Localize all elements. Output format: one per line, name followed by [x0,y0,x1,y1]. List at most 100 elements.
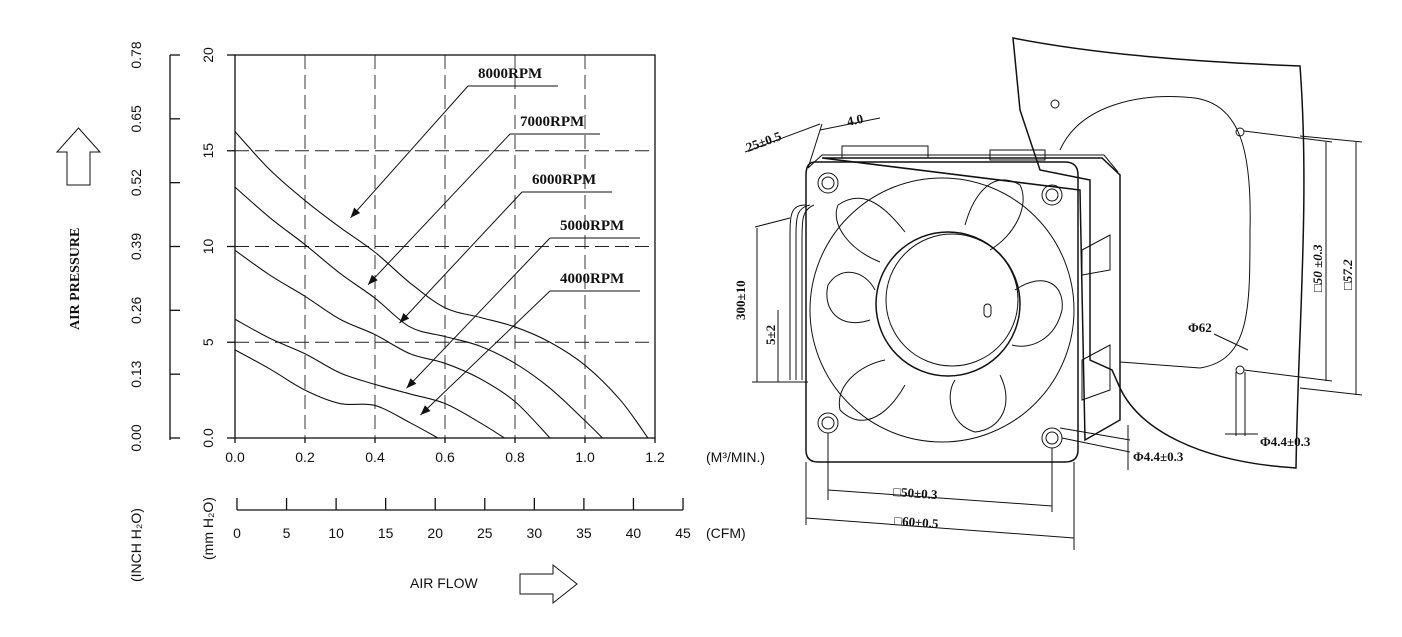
fan-hole-tl [817,172,839,194]
x-tick-label: 1.0 [575,449,595,465]
series-leader [399,191,523,324]
y-tick-label: 0.0 [200,428,216,448]
fan-hole-br-inner [1045,431,1059,445]
x-tick-label: 0.4 [365,449,385,465]
dim-line [827,489,1053,507]
fan-front-frame [805,161,1079,463]
series-label: 7000RPM [520,114,584,130]
series-line-5000rpm [234,318,505,439]
x2-unit-label: (CFM) [706,525,746,541]
series-line-6000rpm [234,249,551,439]
dim-panel: □57.2 [1340,259,1355,290]
pq-chart: 0.000.130.260.390.520.650.78 0.05101520 … [55,41,765,605]
y2-tick-label: 0.13 [128,360,144,387]
series-leader-arrowhead [399,313,410,324]
series-leader-arrowhead [350,207,361,218]
up-arrow-icon [55,127,102,186]
y-unit-label: (mm H₂O) [200,497,216,560]
dim-flange: 4.0 [846,111,865,129]
dim-ext-line [1299,135,1363,143]
fan-hole-tl-inner [821,176,835,190]
y2-tick-label: 0.52 [128,169,144,196]
x2-tick-label: 10 [328,525,344,541]
x-tick-label: 0.0 [225,449,245,465]
series-line-4000rpm [234,349,439,439]
x2-tick-label: 35 [576,525,592,541]
x-tick-label: 0.6 [435,449,455,465]
series-leader [406,237,551,389]
series-label: 6000RPM [532,172,596,188]
fan-dimension-drawing: □50 ±0.3 □57.2 Φ62 Φ4.4±0.3 [733,37,1363,550]
panel-hole-top-left [1050,99,1060,109]
x2-tick-label: 25 [477,525,493,541]
dim-ext-line [1299,387,1363,396]
y2-axis: 0.000.130.260.390.520.650.78 [128,41,180,452]
series-leader [350,85,469,219]
dim-strip: 5±2 [763,325,778,345]
y-tick-label: 10 [200,239,216,255]
x2-tick-label: 20 [427,525,443,541]
leader-line [1061,437,1131,453]
x-tick-label: 1.2 [645,449,665,465]
x-tick-label: 0.8 [505,449,525,465]
series-leader-arrowhead [406,378,417,389]
dim-ext-line [1243,130,1333,143]
series-label: 4000RPM [560,271,624,287]
lead-wires [801,204,815,380]
fan-hole-br [1041,427,1063,449]
x2-tick-label: 45 [675,525,691,541]
series-leader [420,290,551,416]
series-label: 5000RPM [560,218,624,234]
dim-lead-length: 300±10 [733,280,748,320]
fan-hub-inner [885,233,1019,367]
leader-line [1059,427,1131,441]
x2-tick-label: 40 [626,525,642,541]
lead-wires [789,204,807,380]
y-axis-title: AIR PRESSURE [68,228,83,330]
right-arrow-icon [519,563,578,605]
fan-top-slot [841,145,929,159]
y-tick-label: 5 [200,338,216,346]
dim-line [805,517,1075,539]
panel-cutout [1059,96,1251,369]
fan-blades [826,179,1063,433]
fan-rear-frame [821,157,1121,442]
y-tick-label: 15 [200,143,216,159]
fan-side-notch [1081,344,1111,401]
fan-venturi [809,177,1075,443]
y2-tick-label: 0.26 [128,296,144,323]
series-leader-arrowhead [420,405,431,416]
fan-hole-bl-inner [821,416,835,430]
leader-line [1213,333,1249,351]
y-axis: 0.0 5 10 15 20 [200,47,235,448]
panel-hole-top-right [1235,127,1245,137]
x2-tick-label: 5 [283,525,291,541]
dim-cutout: Φ62 [1188,320,1212,335]
x-tick-label: 0.2 [295,449,315,465]
series-label: 8000RPM [478,66,542,82]
series-line-7000rpm [234,186,603,439]
series-labels: 8000RPM 7000RPM 6000RPM 5000RPM 4000RPM [350,66,640,416]
dim-hole-pitch-side: □50 ±0.3 [1310,244,1325,292]
fan-top-slot [989,149,1046,161]
y2-unit-label: (INCH H₂O) [128,508,144,582]
dim-ext-line [754,217,791,228]
x2-tick-label: 30 [527,525,543,541]
series-leader-arrowhead [368,274,378,285]
dim-hole-front: Φ4.4±0.3 [1133,449,1184,464]
dim-ext-line [1243,369,1333,382]
dim-hole-pitch-front: □50±0.3 [893,484,939,502]
series-curves [234,131,649,439]
dim-thickness: 25±0.5 [744,128,784,155]
dim-line [819,117,881,131]
fan-side-notch [1081,234,1111,276]
y-tick-label: 20 [200,47,216,63]
panel-hole-bottom-right [1235,365,1245,375]
grid-lines [235,55,655,438]
lead-wires [795,204,811,380]
dim-hole-side: Φ4.4±0.3 [1260,434,1311,449]
fan-hole-tr [1041,184,1063,206]
fan-hole-bl [817,412,839,434]
